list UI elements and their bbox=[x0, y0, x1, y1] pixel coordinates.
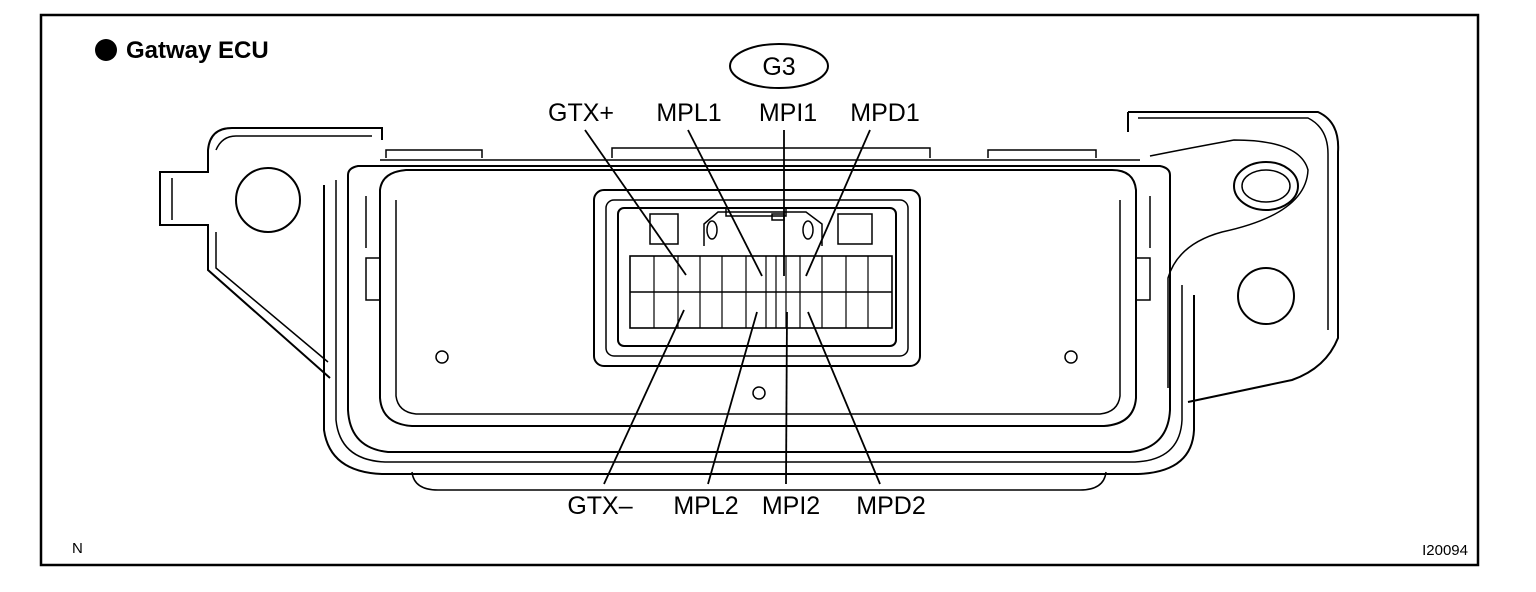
pin-label-gtx-plus: GTX+ bbox=[548, 99, 614, 127]
corner-mark-left: N bbox=[72, 540, 83, 557]
figure-code: I20094 bbox=[1422, 542, 1468, 559]
connector-id: G3 bbox=[762, 53, 795, 81]
ecu-housing bbox=[159, 111, 1340, 491]
diagram-title: Gatway ECU bbox=[126, 37, 269, 64]
diagram-frame bbox=[39, 13, 1480, 567]
connector-id-badge bbox=[729, 43, 829, 89]
pin-label-mpd1: MPD1 bbox=[850, 99, 919, 127]
pin-label-mpd2: MPD2 bbox=[856, 492, 925, 520]
pin-label-gtx-minus: GTX– bbox=[567, 492, 632, 520]
pin-label-mpi2: MPI2 bbox=[762, 492, 820, 520]
pin-label-mpl1: MPL1 bbox=[656, 99, 721, 127]
bullet-icon bbox=[95, 39, 117, 61]
pin-grid bbox=[629, 255, 893, 329]
connector-g3 bbox=[593, 189, 921, 367]
pin-label-mpi1: MPI1 bbox=[759, 99, 817, 127]
leader-lines bbox=[584, 129, 881, 485]
pin-label-mpl2: MPL2 bbox=[673, 492, 738, 520]
